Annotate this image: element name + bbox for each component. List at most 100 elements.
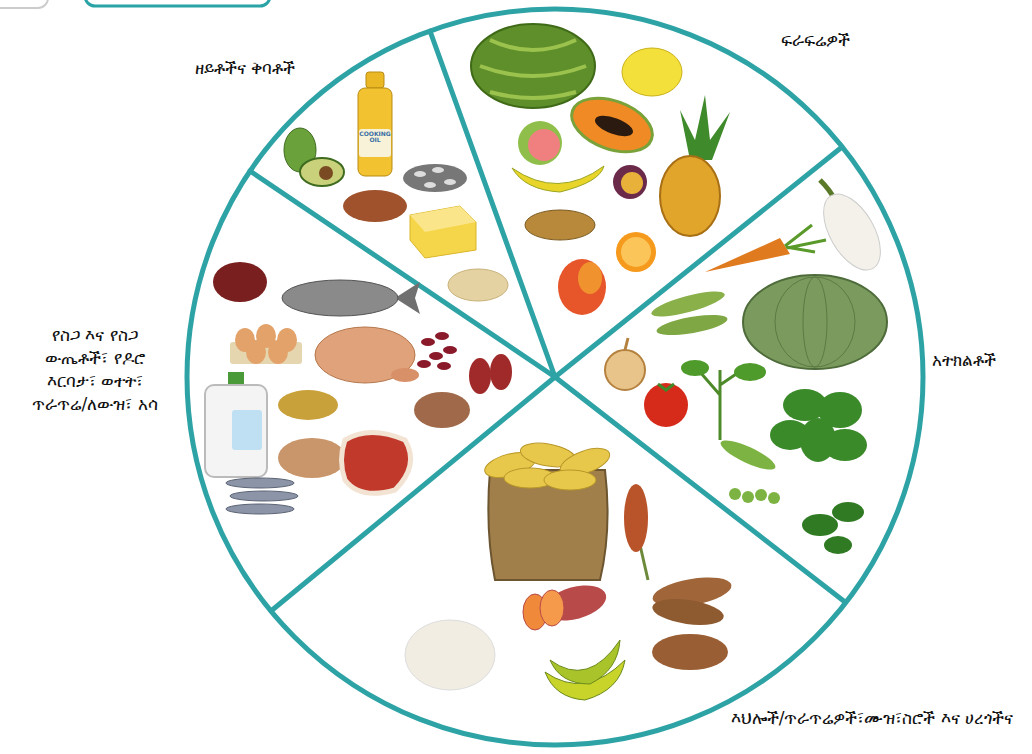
tomato <box>644 383 688 427</box>
egg <box>246 340 266 364</box>
oil-bottle <box>358 88 392 176</box>
seed <box>432 167 444 173</box>
papaya-seeds <box>592 112 635 141</box>
bean <box>435 332 449 340</box>
jug-cap <box>228 372 244 386</box>
leaf <box>681 360 709 376</box>
leaves <box>802 502 864 554</box>
brown-beans <box>414 392 470 428</box>
seed <box>414 171 426 177</box>
kidney <box>490 354 512 390</box>
banana <box>512 166 604 192</box>
carrot-leaves <box>785 225 826 252</box>
food-group-label: አትክልቶች <box>928 347 1028 374</box>
bean <box>429 352 443 360</box>
bean <box>443 346 457 354</box>
leaf <box>734 363 766 381</box>
pineapple <box>660 156 720 236</box>
leaf <box>800 418 836 462</box>
mango-highlight <box>578 262 602 294</box>
pumpkin-rib <box>803 277 827 367</box>
wheel-outline <box>187 9 923 745</box>
leaf <box>824 536 852 554</box>
bean <box>421 338 435 346</box>
orange-half <box>616 232 656 272</box>
pineapple-crown <box>680 95 730 160</box>
sorghum <box>624 484 648 552</box>
group-name: ዘይቶችና ቅባቶች <box>154 57 336 80</box>
fish <box>282 280 398 316</box>
plant-stem <box>700 368 745 440</box>
food-group-label: የስጋ እና የስጋ ውጤቶች፣ የዶሮ እርባታ፣ ወተት፣ ጥራጥሬ/ለውዝ… <box>16 322 174 418</box>
sack <box>488 470 607 580</box>
food-group-label: ዘይቶችና ቅባቶች <box>150 55 340 82</box>
vegetables-illustration <box>605 180 892 554</box>
guava <box>518 121 562 165</box>
watermelon <box>471 24 595 108</box>
pea <box>768 492 780 504</box>
carrot <box>705 238 790 272</box>
jug-label <box>232 410 262 450</box>
pumpkin-rib <box>775 277 855 367</box>
fish-tail <box>395 282 420 314</box>
tomato-stem <box>658 384 674 390</box>
flax-seeds <box>343 190 407 222</box>
sweet-potato <box>540 579 610 626</box>
sunflower-seeds <box>403 164 467 192</box>
eggs <box>235 324 297 364</box>
liver <box>213 262 267 302</box>
pea <box>755 489 767 501</box>
sardine <box>226 478 294 488</box>
seed <box>444 179 456 185</box>
sweet-potato-slice <box>540 590 564 626</box>
passion-fruit-pulp <box>621 172 643 194</box>
group-name: የስጋ እና የስጋ ውጤቶች፣ የዶሮ እርባታ፣ ወተት፣ ጥራጥሬ/ለውዝ… <box>20 324 170 416</box>
pumpkin <box>743 275 887 369</box>
avocado-seed <box>319 166 333 180</box>
grains-illustration <box>405 439 734 700</box>
papaya <box>564 88 659 162</box>
passion-fruit <box>613 165 647 199</box>
small-fruit <box>525 210 595 240</box>
leaf <box>802 514 838 536</box>
guava-flesh <box>528 129 560 161</box>
protein-illustration <box>205 262 512 514</box>
tab-fragment <box>0 0 48 8</box>
red-beans <box>417 332 457 370</box>
spinach <box>770 389 867 462</box>
mango <box>558 259 606 315</box>
group-name: እህሎች/ጥራጥሬዎች፣ሙዝ፣ስሮች እና ሀረጎችና <box>726 707 1018 730</box>
lemon <box>622 48 682 96</box>
lentils <box>278 390 338 420</box>
bottle-label-text: COOKING OIL <box>358 131 392 144</box>
orange-flesh <box>621 237 651 267</box>
tuber <box>652 634 728 670</box>
egg <box>268 340 288 364</box>
peanuts <box>278 438 346 478</box>
sorghum-stem <box>640 545 648 580</box>
watermelon-stripes <box>480 40 586 98</box>
avocado-half <box>300 158 344 186</box>
bottle-label <box>359 129 391 157</box>
group-name: አትክልቶች <box>932 349 1024 372</box>
drumstick <box>391 368 419 382</box>
bottle-cap <box>366 72 384 88</box>
okra <box>655 311 729 339</box>
bean <box>417 360 431 368</box>
oils-illustration <box>284 72 508 301</box>
kidney <box>469 358 491 394</box>
butter-block <box>410 206 476 258</box>
corn-cob <box>544 470 596 490</box>
bean <box>437 362 451 370</box>
pea <box>742 491 754 503</box>
corn-cobs <box>482 439 613 490</box>
milk-jug <box>205 385 267 477</box>
leaf <box>832 502 864 522</box>
seed <box>424 182 436 188</box>
peas <box>729 488 780 504</box>
pea-pod <box>717 435 778 475</box>
tab-fragment <box>85 0 270 6</box>
